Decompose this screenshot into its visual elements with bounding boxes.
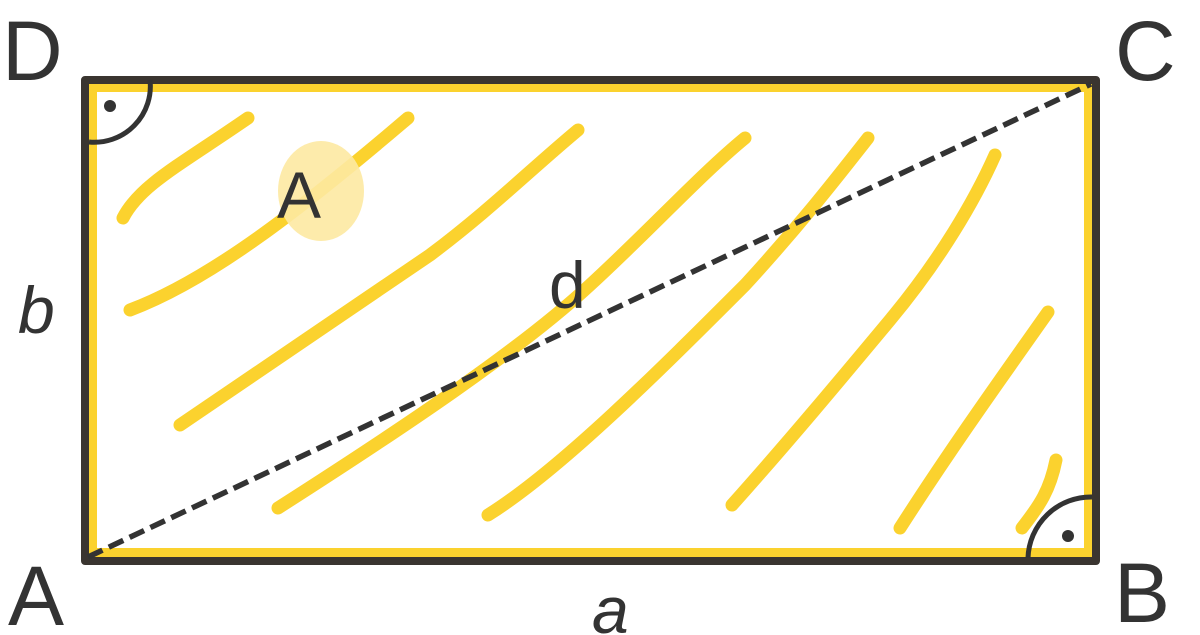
side-label-b: b: [18, 273, 55, 347]
side-label-a: a: [592, 573, 629, 635]
area-hatching: [116, 111, 1063, 535]
vertex-label-c: C: [1115, 4, 1176, 98]
rectangle-outline: [81, 76, 1100, 565]
hatch-stroke: [893, 305, 1055, 535]
vertex-label-b: B: [1114, 546, 1170, 635]
hatch-stroke: [173, 123, 585, 432]
rectangle-fill-border: [85, 80, 1096, 560]
vertex-label-d: D: [2, 4, 63, 98]
hatch-stroke: [1015, 453, 1063, 535]
diagonal-line: [86, 81, 1093, 560]
right-angle-dot-d: [104, 100, 116, 112]
hatch-stroke: [725, 148, 1002, 512]
area-label-highlight: [278, 141, 364, 241]
hatch-stroke: [481, 131, 875, 522]
diagonal-label: d: [549, 248, 586, 322]
vertex-label-a: A: [8, 549, 64, 635]
hatch-stroke: [116, 111, 255, 225]
hatch-stroke: [271, 131, 752, 515]
right-angle-mark-b: [1025, 494, 1093, 559]
right-angle-mark-d: [88, 79, 153, 145]
area-label: A: [277, 158, 321, 232]
right-angle-dot-b: [1062, 530, 1074, 542]
hatch-stroke: [123, 111, 415, 317]
